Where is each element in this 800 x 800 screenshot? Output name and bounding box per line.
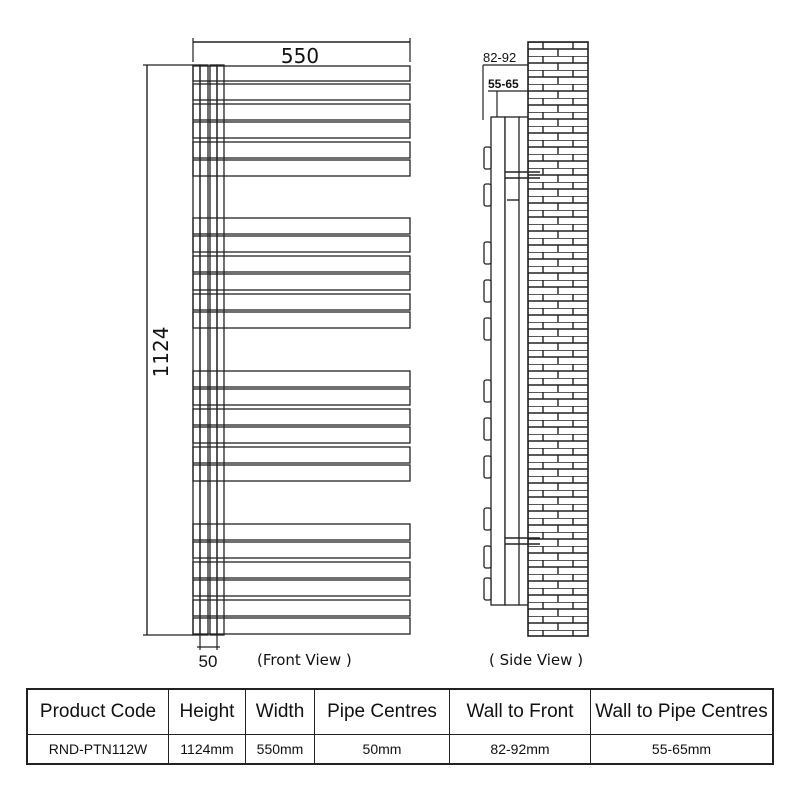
header-height: Height [168,688,246,735]
cell-height: 1124mm [168,734,246,765]
side-view-caption: ( Side View ) [489,651,583,669]
table-row: RND-PTN112W 1124mm 550mm 50mm 82-92mm 55… [26,734,774,765]
cell-product-code: RND-PTN112W [26,734,169,765]
front-view-caption: (Front View ) [257,651,352,669]
wall-to-front-label: 82-92 [483,50,516,65]
header-wall-to-front: Wall to Front [449,688,591,735]
side-view: 82-92 55-65 [482,41,589,669]
cell-pipe-centres: 50mm [314,734,450,765]
header-width: Width [245,688,315,735]
wall-to-pipe-label: 55-65 [488,77,519,91]
front-view: 550 1124 [143,38,411,671]
cell-wall-to-front: 82-92mm [449,734,591,765]
header-pipe-centres: Pipe Centres [314,688,450,735]
radiator-side-profile [483,116,528,606]
pipe-centres-label: 50 [199,652,218,671]
specification-table: Product Code Height Width Pipe Centres W… [26,688,774,765]
brick-wall [527,41,589,637]
table-header-row: Product Code Height Width Pipe Centres W… [26,688,774,735]
height-label: 1124 [149,327,173,378]
radiator-rails [192,64,225,636]
radiator-bars [192,65,411,635]
wall-brackets [505,171,540,545]
header-wall-to-pipe-centres: Wall to Pipe Centres [590,688,774,735]
cell-wall-to-pipe-centres: 55-65mm [590,734,774,765]
header-product-code: Product Code [26,688,169,735]
width-label: 550 [281,44,319,68]
cell-width: 550mm [245,734,315,765]
technical-drawing: 550 1124 [143,38,589,671]
